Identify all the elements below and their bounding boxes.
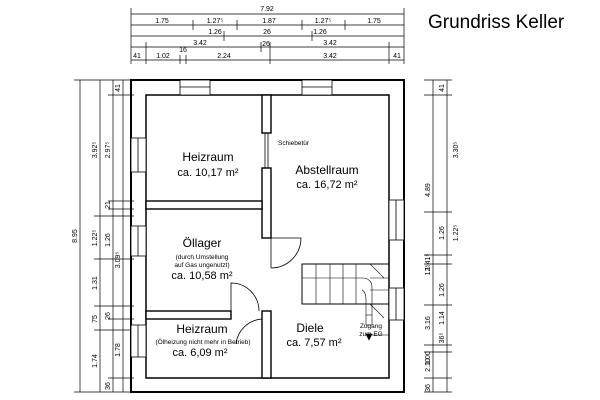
dim-top-r4-4: 26 (262, 41, 270, 48)
plan-title: Grundriss Keller (428, 12, 565, 33)
dim-right-i5: 1.14 (439, 311, 446, 325)
schiebetuer-label: Schiebetür (278, 140, 310, 147)
dim-top-r3-1: 3.42 (323, 40, 337, 47)
dim-top-r4-1: 1.02 (156, 53, 170, 60)
room-heizraum-name: Heizraum (182, 150, 233, 164)
dim-top-r2-1: 26 (263, 29, 271, 36)
dim-top-r2-2: 1.26 (313, 29, 327, 36)
dim-left-i6: 1.78 (115, 343, 122, 357)
interior-walls (145, 94, 390, 379)
room-abstellraum-name: Abstellraum (295, 163, 358, 177)
windows (130, 79, 405, 358)
room-diele-name: Diele (296, 321, 324, 335)
dim-top-r1-1: 1.27⁵ (207, 18, 224, 25)
dim-top-r1-4: 1.75 (367, 18, 381, 25)
room-oellager-area: ca. 10,58 m² (171, 270, 232, 282)
dim-top-r2-0: 1.26 (208, 29, 222, 36)
dim-top-r4-2: 16 (179, 47, 187, 54)
dim-right-o0: 4.89 (425, 183, 432, 197)
dim-top-r1-2: 1.87 (262, 18, 276, 25)
dim-left-i0: 41 (115, 84, 122, 92)
dim-left-i3: 3.09⁵ (115, 252, 122, 269)
dim-right-i7: 36⁵ (439, 333, 446, 344)
dim-right-i0: 41 (439, 84, 446, 92)
room-heizraum2-name: Heizraum (176, 322, 227, 336)
dim-right-o1: 1.41⁵ (425, 254, 432, 271)
dim-right-i4: 12⁵ (425, 265, 432, 276)
dim-top-r4-3: 2.24 (217, 53, 231, 60)
dim-right-o3: 2.10 (425, 358, 432, 372)
dim-top-r1-3: 1.27⁵ (315, 18, 332, 25)
dim-right-i8: 1.00 (425, 351, 432, 365)
doors (230, 132, 302, 345)
dim-left-i2: 21 (105, 201, 112, 209)
dim-left-o0: 3.92⁵ (92, 142, 99, 159)
zugang-label-1: Zugang (360, 323, 382, 330)
dimension-lines-top (130, 8, 405, 64)
dim-top-r1-0: 1.75 (155, 18, 169, 25)
dim-left-i1: 2.97⁵ (105, 142, 112, 159)
zugang-label-2: zum EG (359, 331, 382, 338)
dim-left-i7: 36 (105, 382, 112, 390)
dim-top-r4-6: 41 (393, 53, 401, 60)
dim-top-total: 7.92 (260, 6, 274, 13)
dim-left-i5: 26 (105, 312, 112, 320)
dim-top-r4-5: 3.42 (323, 53, 337, 60)
room-heizraum-area: ca. 10,17 m² (177, 167, 238, 179)
dim-right-i6: 1.26 (439, 283, 446, 297)
dim-left-i4: 1.26 (105, 233, 112, 247)
room-oellager-note1: (durch Umstellung (176, 254, 229, 261)
room-abstellraum-area: ca. 16,72 m² (296, 179, 357, 191)
dim-left-o4: 1.74 (92, 354, 99, 368)
dim-right-i1: 3.30⁵ (453, 142, 460, 159)
room-oellager-name: Öllager (183, 236, 222, 250)
room-heizraum2-area: ca. 6,09 m² (172, 347, 227, 359)
dim-right-i2: 1.22⁵ (453, 225, 460, 242)
dim-left-total: 8.95 (72, 229, 79, 243)
dimension-lines-left (74, 79, 134, 393)
dim-left-o3: 75 (92, 315, 99, 323)
dim-right-o2: 3.16 (425, 316, 432, 330)
room-diele-area: ca. 7,57 m² (286, 337, 341, 349)
dim-right-i9: 36 (425, 384, 432, 392)
dim-left-o2: 1.31 (92, 276, 99, 290)
dimension-lines-right (424, 79, 452, 393)
room-heizraum2-note: (Ölheizung nicht mehr in Betrieb) (155, 338, 250, 346)
dim-right-i3: 1.26 (439, 226, 446, 240)
dim-top-r4-0: 41 (133, 53, 141, 60)
dim-top-r3-0: 3.42 (193, 40, 207, 47)
room-oellager-note2: auf Gas ungenutzt) (174, 262, 229, 269)
stairs (302, 263, 389, 341)
dim-left-o1: 1.22⁵ (92, 230, 99, 247)
